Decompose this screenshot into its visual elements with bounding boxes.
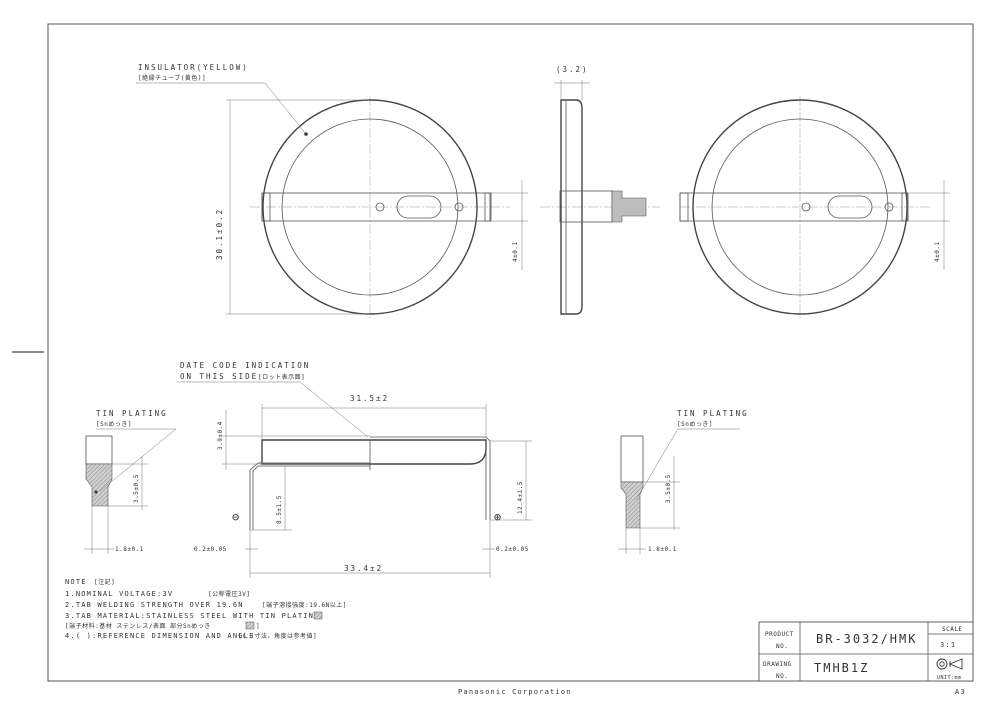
note-3-jp-hatch-swatch: [245, 621, 255, 630]
company-name: Panasonic Corporation: [458, 688, 572, 696]
tab-width-label-right: 4±0.1: [934, 241, 941, 262]
unit-label: UNIT:mm: [937, 675, 962, 681]
note-4-jp: [( )寸法、角度は参考値]: [238, 632, 317, 640]
tin-plating-right-label: TIN PLATING: [677, 409, 749, 418]
product-label-2: NO.: [776, 643, 788, 650]
diameter-dimension: 30.1±0.2: [215, 99, 370, 315]
notes-title-jp: [注記]: [94, 578, 115, 586]
product-number: BR-3032/HMK: [816, 632, 917, 646]
side-view: (3.2): [540, 65, 660, 315]
plus-symbol: ⊕: [494, 510, 503, 524]
notes-title: NOTE: [65, 578, 87, 586]
tin-plating-left-jp: [Snめっき]: [96, 421, 132, 428]
notes-block: NOTE [注記] 1.NOMINAL VOLTAGE:3V [公称電圧3V] …: [65, 578, 347, 640]
tin-plating-right-jp: [Snめっき]: [677, 421, 713, 428]
insulator-label: INSULATOR(YELLOW): [138, 63, 249, 72]
front-view: [250, 96, 510, 318]
dim-1-8-right-label: 1.8±0.1: [648, 546, 677, 553]
note-3-jp-end: ]: [256, 623, 260, 630]
tab-width-label: 4±0.1: [512, 241, 519, 262]
drawing-label-2: NO.: [776, 673, 788, 680]
dim-12-4-label: 12.4±1.5: [517, 481, 524, 514]
note-2-jp: [端子溶接強度:19.6N以上]: [262, 601, 347, 609]
note-2: 2.TAB WELDING STRENGTH OVER 19.6N: [65, 601, 244, 609]
note-3-hatch-swatch: [313, 611, 323, 620]
date-code-side-label: ON THIS SIDE: [180, 372, 258, 381]
title-block: PRODUCT NO. BR-3032/HMK DRAWING NO. TMHB…: [758, 621, 974, 682]
diameter-label: 30.1±0.2: [215, 208, 224, 260]
drawing-number: TMHB1Z: [814, 661, 869, 675]
sheet-size: A3: [955, 688, 966, 696]
note-1: 1.NOMINAL VOLTAGE:3V: [65, 590, 173, 598]
dim-31-5-label: 31.5±2: [350, 394, 389, 403]
tin-plating-left-label: TIN PLATING: [96, 409, 168, 418]
drawing-label-1: DRAWING: [763, 661, 792, 668]
tab-detail-right: TIN PLATING [Snめっき] 3.5±0.5 1.8±0.1: [618, 409, 749, 554]
note-1-jp: [公称電圧3V]: [208, 590, 250, 598]
thickness-label: (3.2): [556, 65, 589, 74]
insulator-callout: INSULATOR(YELLOW) [絶縁チューブ(黄色)]: [136, 63, 307, 135]
projection-symbol-icon: [936, 658, 963, 670]
back-view: 4±0.1: [679, 96, 950, 318]
dim-33-4-label: 33.4±2: [344, 564, 383, 573]
minus-symbol: ⊖: [232, 510, 241, 524]
dim-0-2-right-label: 0.2±0.05: [496, 546, 529, 553]
dim-3-9-label: 3.9±0.4: [217, 421, 224, 450]
scale-label: SCALE: [942, 626, 963, 633]
mounted-side-view: 31.5±2 33.4±2 3.9±0.4 8.5±1.5 12.4±1.5 0…: [178, 361, 532, 578]
dim-3-5-right-label: 3.5±0.5: [665, 474, 672, 503]
scale-value: 3:1: [940, 641, 956, 649]
date-code-jp-label: [ロット表示面]: [258, 373, 305, 381]
note-3: 3.TAB MATERIAL:STAINLESS STEEL WITH TIN …: [65, 612, 319, 620]
tab-width-dimension: 4±0.1: [490, 180, 528, 270]
note-4: 4.( ):REFERENCE DIMENSION AND ANGLE: [65, 632, 255, 640]
tab-detail-left: TIN PLATING [Snめっき] 3.5±0.5 1.8±0.1: [84, 409, 177, 554]
insulator-label-jp: [絶縁チューブ(黄色)]: [138, 74, 206, 82]
dim-8-5-label: 8.5±1.5: [276, 495, 283, 524]
date-code-label: DATE CODE INDICATION: [180, 361, 310, 370]
product-label-1: PRODUCT: [765, 631, 794, 638]
note-3-jp: [端子材料:基材 ステンレス/表面 部分Snめっき: [65, 622, 211, 630]
dim-3-5-left-label: 3.5±0.5: [133, 474, 140, 503]
dim-0-2-left-label: 0.2±0.05: [194, 546, 227, 553]
sheet-border: [47, 23, 974, 682]
dim-1-8-left-label: 1.8±0.1: [115, 546, 144, 553]
